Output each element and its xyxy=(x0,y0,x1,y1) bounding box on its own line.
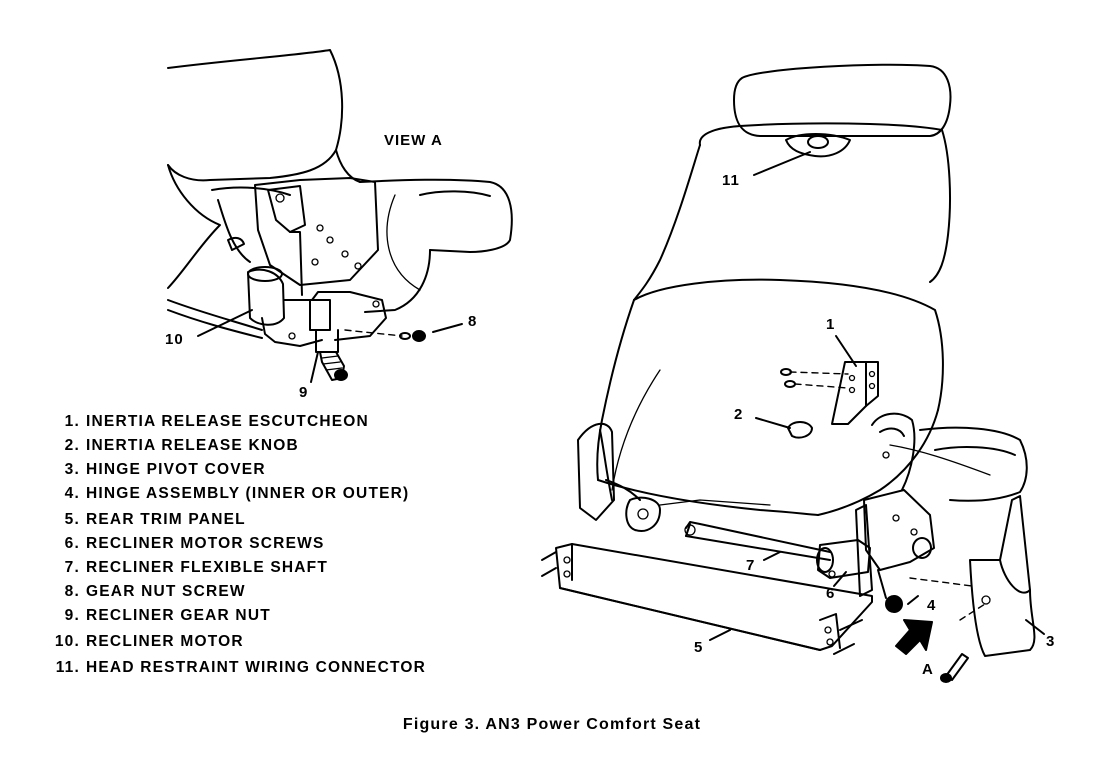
legend-item: 2.INERTIA RELEASE KNOB xyxy=(64,437,299,454)
callout-11: 11 xyxy=(722,172,740,189)
callout-8: 8 xyxy=(468,313,478,330)
legend-item: 10.RECLINER MOTOR xyxy=(54,633,244,650)
callout-5: 5 xyxy=(694,639,704,656)
legend-item: 3.HINGE PIVOT COVER xyxy=(64,461,266,478)
view-a-detail xyxy=(167,49,513,383)
callout-9: 9 xyxy=(299,384,309,401)
callout-2: 2 xyxy=(734,406,744,423)
legend-item: 9.RECLINER GEAR NUT xyxy=(64,607,271,624)
callout-3: 3 xyxy=(1046,633,1056,650)
legend-item: 5.REAR TRIM PANEL xyxy=(64,511,246,528)
figure-caption: Figure 3. AN3 Power Comfort Seat xyxy=(402,716,702,733)
callout-a: A xyxy=(922,661,934,678)
legend-item: 6.RECLINER MOTOR SCREWS xyxy=(64,535,325,552)
callout-6: 6 xyxy=(826,585,836,602)
main-seat xyxy=(541,63,1045,683)
legend-item: 4.HINGE ASSEMBLY (INNER OR OUTER) xyxy=(64,485,410,502)
legend-item: 7.RECLINER FLEXIBLE SHAFT xyxy=(64,559,329,576)
legend-item: 8.GEAR NUT SCREW xyxy=(64,583,246,600)
callout-7: 7 xyxy=(746,557,756,574)
callout-4: 4 xyxy=(927,597,937,614)
view-a-label: VIEW A xyxy=(384,132,443,149)
callout-1: 1 xyxy=(826,316,836,333)
legend-item: 11.HEAD RESTRAINT WIRING CONNECTOR xyxy=(55,659,427,676)
callout-10: 10 xyxy=(165,331,184,348)
legend-item: 1.INERTIA RELEASE ESCUTCHEON xyxy=(64,413,369,430)
